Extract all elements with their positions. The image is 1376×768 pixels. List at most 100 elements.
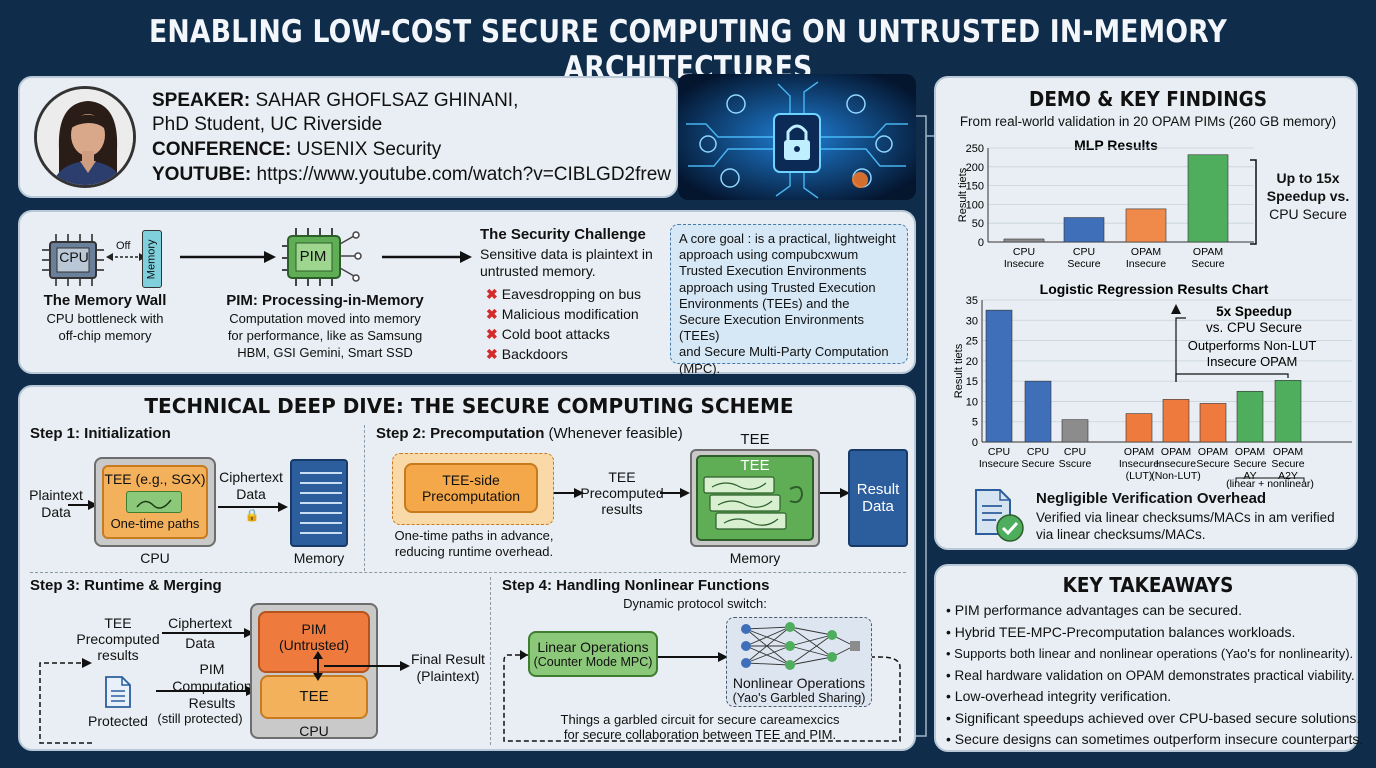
step2-precomp-1: TEE-side	[442, 471, 500, 488]
speaker-avatar	[34, 86, 136, 188]
chart-title: MLP Results	[1074, 137, 1158, 153]
step3-pim-2: (Untrusted)	[278, 637, 350, 654]
neural-network-icon	[741, 622, 860, 670]
y-tick-label: 10	[966, 396, 978, 408]
takeaways-list: PIM performance advantages can be secure…	[946, 600, 1363, 751]
chart-bar	[985, 309, 1013, 443]
goal-line: and Secure Multi-Party Computation	[679, 344, 889, 360]
y-tick-label: 5	[972, 417, 978, 429]
step1-cpu-label: CPU	[140, 550, 170, 566]
verify-1: Verified via linear checksums/MACs in am…	[1036, 510, 1335, 525]
pim-chip-label: PIM	[299, 248, 327, 265]
goal-line: Environments (TEEs) and the	[679, 295, 850, 311]
step1-paths-icon	[126, 491, 182, 513]
findings-title: DEMO & KEY FINDINGS	[1029, 87, 1267, 111]
x-tick-label: CPU	[1027, 446, 1049, 458]
y-tick-label: 25	[966, 336, 978, 348]
x-tick-label: Secure	[1271, 458, 1304, 470]
conference-line: CONFERENCE: USENIX Security	[152, 139, 441, 161]
step2-results-2: Precomputed	[580, 485, 664, 501]
x-tick-label: OPAM	[1273, 446, 1303, 458]
protocol-loop-arrow-icon	[503, 650, 901, 742]
x-mark-icon: ✖	[486, 286, 498, 302]
goal-line: approach using Trusted Execution	[679, 279, 876, 295]
x-tick-label: Insecure	[1119, 458, 1159, 470]
step4-title: Step 4: Handling Nonlinear Functions	[502, 577, 770, 594]
lr-note-4: Insecure OPAM	[1207, 354, 1298, 369]
memory-stick: Memory	[142, 230, 162, 288]
linear-1: Linear Operations	[537, 638, 649, 655]
memory-wall-title: The Memory Wall	[43, 292, 167, 309]
lr-note-2: vs. CPU Secure	[1206, 320, 1302, 335]
lr-arrow-head	[1171, 304, 1181, 314]
takeaways-title: KEY TAKEAWAYS	[1062, 573, 1234, 597]
step2-results-3: results	[601, 501, 643, 517]
precomputed-paths-icon	[703, 476, 804, 530]
step2-desc-1: One-time paths in advance,	[394, 528, 554, 543]
threat-list: ✖Eavesdropping on bus ✖Malicious modific…	[486, 284, 641, 364]
cpu-chip-icon	[42, 232, 104, 288]
y-tick-label: 100	[966, 199, 984, 211]
step3-pim-1: PIM	[301, 621, 327, 637]
challenge-desc-2: untrusted memory.	[480, 263, 596, 279]
step2-title-note: (Whenever feasible)	[548, 425, 683, 442]
chart-bar	[1003, 238, 1045, 243]
step1-memory-label: Memory	[293, 550, 345, 566]
nonlinear-1: Nonlinear Operations	[732, 675, 866, 691]
page-title: ENABLING LOW-COST SECURE COMPUTING ON UN…	[149, 14, 1227, 86]
lock-icon: 🔒	[244, 508, 260, 522]
threat-item: ✖Backdoors	[486, 346, 568, 362]
step2-desc-2: reducing runtime overhead.	[394, 544, 554, 559]
step3-pim-comp-1: PIM	[199, 661, 225, 677]
step1-plaintext-1: Plaintext	[29, 487, 83, 503]
step1-cipher-1: Ciphertext	[219, 469, 283, 485]
y-tick-label: 0	[978, 237, 984, 249]
step3-cipher-2: Data	[185, 635, 215, 651]
x-mark-icon: ✖	[486, 326, 498, 342]
takeaway-item: Supports both linear and nonlinear opera…	[946, 643, 1356, 665]
step3-tee-results-2: Precomputed	[76, 631, 160, 647]
lr-arrow-line	[1175, 317, 1186, 382]
takeaway-item: Hybrid TEE-MPC-Precomputation balances w…	[946, 622, 1356, 644]
step2-tee-inner: TEE	[740, 457, 770, 474]
x-tick-label: Secure	[1021, 458, 1054, 470]
lr-note-1: 5x Speedup	[1216, 304, 1292, 319]
pim-desc-1: Computation moved into memory	[229, 311, 421, 326]
x-tick-label: Insecure	[979, 458, 1019, 470]
document-icon	[104, 675, 132, 709]
threat-item: ✖Malicious modification	[486, 306, 639, 322]
step3-cpu: CPU	[299, 723, 329, 739]
speaker-name: SAHAR GHOFLSAZ GHINANI,	[255, 90, 519, 111]
goal-line: approach using compubсxwum	[679, 247, 859, 263]
speaker-label: SPEAKER:	[152, 90, 251, 111]
memory-wall-desc-2: off-chip memory	[58, 328, 152, 343]
step3-pim-comp-3: Results	[188, 695, 236, 711]
speaker-affiliation: PhD Student, UC Riverside	[152, 114, 383, 135]
chart-bar	[1274, 380, 1302, 443]
y-tick-label: 250	[966, 143, 984, 155]
goal-line: Secure Execution Environments (TEEs)	[679, 312, 864, 344]
x-tick-label: (Non-LUT)	[1151, 470, 1201, 482]
x-tick-label: Secure	[1196, 458, 1229, 470]
step1-title: Step 1: Initialization	[30, 425, 171, 442]
findings-panel: DEMO & KEY FINDINGS From real-world vali…	[934, 76, 1358, 550]
step3-cipher-1: Ciphertext	[168, 615, 232, 631]
mlp-bracket	[1250, 159, 1257, 245]
youtube-link[interactable]: https://www.youtube.com/watch?v=CIBLGD2f…	[256, 164, 671, 185]
youtube-line: YOUTUBE: https://www.youtube.com/watch?v…	[152, 164, 671, 186]
arrow-right-icon	[382, 251, 472, 263]
x-tick-label: CPU	[1073, 246, 1095, 258]
arrow-right-icon	[324, 661, 410, 671]
arrow-right-icon	[658, 652, 728, 662]
step2-results-1: TEE	[608, 469, 636, 485]
takeaway-item: Low-overhead integrity verification.	[946, 686, 1356, 708]
x-tick-label: (LUT)	[1126, 470, 1153, 482]
takeaway-item: PIM performance advantages can be secure…	[946, 600, 1356, 622]
step3-tee: TEE	[299, 688, 329, 706]
x-tick-label: OPAM	[1131, 246, 1161, 258]
x-mark-icon: ✖	[486, 306, 498, 322]
linear-operations-box: Linear Operations (Counter Mode MPC)	[528, 631, 658, 677]
chart-title: Logistic Regression Results Chart	[1040, 281, 1269, 297]
arrow-right-icon	[554, 488, 584, 498]
takeaway-item: Real hardware validation on OPAM demonst…	[946, 665, 1356, 687]
